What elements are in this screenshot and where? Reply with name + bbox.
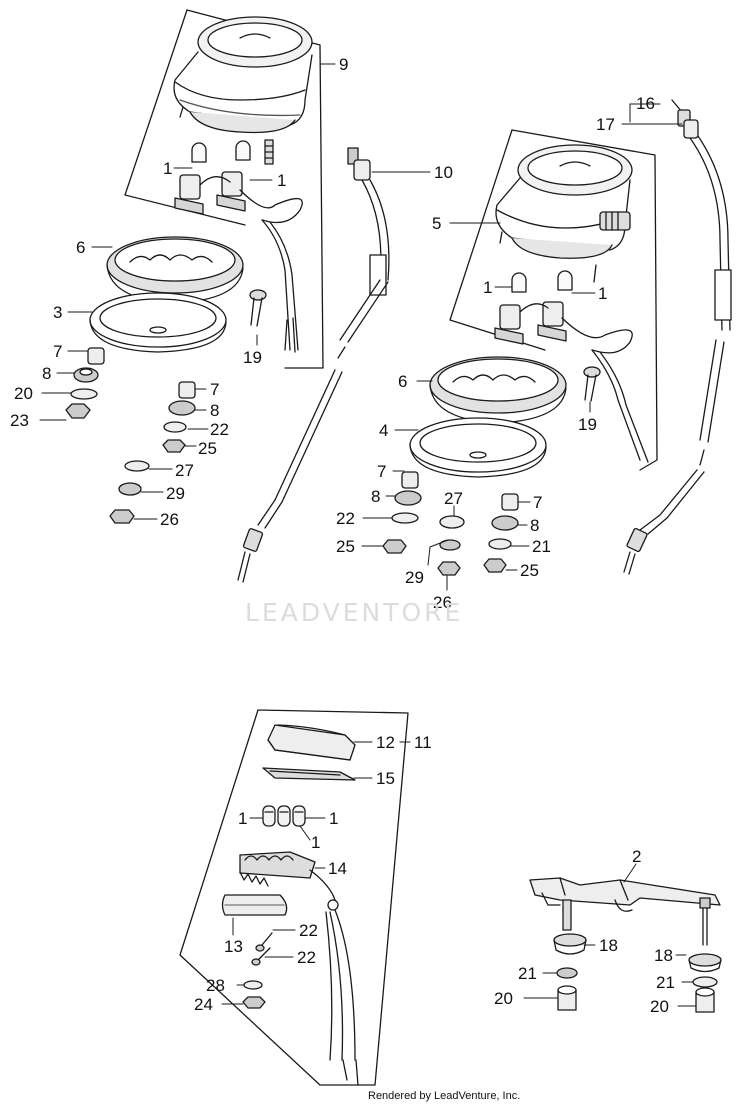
callout-18-left: 18 [599, 936, 618, 955]
indicator-gasket-15 [262, 767, 356, 781]
callout-29-right: 29 [405, 568, 424, 587]
indicator-screws-22 [251, 932, 273, 966]
callout-8-left: 8 [42, 364, 52, 383]
callout-9: 9 [339, 55, 349, 74]
callout-29-left: 29 [166, 484, 185, 503]
callout-1-right-a: 1 [483, 278, 493, 297]
callout-7-right-a: 7 [377, 462, 387, 481]
indicator-bulbs-1 [262, 805, 306, 827]
callout-18-right: 18 [654, 946, 673, 965]
bracket-collars-20 [557, 985, 715, 1013]
callout-1-left-b: 1 [277, 171, 287, 190]
callout-26-right: 26 [433, 593, 452, 612]
meter-bezel-3-left [89, 292, 227, 353]
callout-6-left: 6 [76, 238, 86, 257]
callout-20-left: 20 [14, 384, 33, 403]
callout-2: 2 [632, 847, 642, 866]
callout-16: 16 [636, 94, 655, 113]
callout-7-left: 7 [53, 342, 63, 361]
watermark: LEADVENTORE [245, 598, 464, 627]
callout-21-bracket-right: 21 [656, 973, 675, 992]
indicator-cover-12 [267, 724, 356, 761]
callout-1-right-b: 1 [598, 284, 608, 303]
bracket-rubber-18-left [553, 933, 587, 955]
callout-22-right: 22 [336, 509, 355, 528]
leader-lines [39, 63, 697, 1007]
right-small-hardware-right-column [483, 493, 519, 573]
screw-19-right [583, 366, 601, 402]
callout-25-right-b: 25 [520, 561, 539, 580]
callout-6-right: 6 [398, 372, 408, 391]
bracket-rubber-18-right [688, 953, 722, 973]
callout-28: 28 [206, 976, 225, 995]
indicator-nut-28-and-24 [242, 980, 266, 1009]
callout-26-left: 26 [160, 510, 179, 529]
callout-8-center: 8 [210, 401, 220, 420]
callout-25-right-a: 25 [336, 537, 355, 556]
indicator-panel-13 [221, 894, 288, 916]
bracket-washers-21 [556, 967, 718, 988]
right-small-hardware-middle-column [437, 515, 465, 576]
callout-21-bracket-left: 21 [518, 964, 537, 983]
callout-11: 11 [414, 733, 432, 752]
callout-12: 12 [376, 733, 395, 752]
callout-19-right: 19 [578, 415, 597, 434]
callout-22-indicator-b: 22 [297, 948, 316, 967]
meter-bracket-2 [529, 877, 721, 946]
callout-5: 5 [432, 214, 442, 233]
callout-13: 13 [224, 937, 243, 956]
callout-21-right: 21 [532, 537, 551, 556]
right-small-hardware-left-column [382, 471, 422, 554]
meter-bezel-4-right [409, 417, 547, 478]
bulb-sockets-right [494, 270, 649, 463]
center-small-hardware-left [109, 381, 196, 524]
callout-22-center: 22 [210, 420, 229, 439]
callout-1-indicator-b: 1 [329, 809, 339, 828]
meter-lens-6-right [429, 356, 567, 424]
callout-7-right-b: 7 [533, 493, 543, 512]
callout-27-left: 27 [175, 461, 194, 480]
callout-22-indicator-a: 22 [299, 921, 318, 940]
callout-8-right-b: 8 [530, 516, 540, 535]
screw-19-left [249, 289, 267, 327]
callout-8-right-a: 8 [371, 487, 381, 506]
callout-24: 24 [194, 995, 213, 1014]
tachometer-cable-17 [623, 99, 732, 575]
callout-27-right: 27 [444, 489, 463, 508]
render-credit: Rendered by LeadVenture, Inc. [368, 1090, 521, 1102]
meter-case-5 [495, 144, 633, 283]
callout-23: 23 [10, 411, 29, 430]
callout-17: 17 [596, 115, 615, 134]
callout-19-left: 19 [243, 348, 262, 367]
callout-20-bracket-right: 20 [650, 997, 669, 1016]
callout-20-bracket-left: 20 [494, 989, 513, 1008]
left-small-hardware [65, 347, 105, 419]
callout-7-center: 7 [210, 380, 220, 399]
callout-14: 14 [328, 859, 347, 878]
callout-1-indicator-a: 1 [238, 809, 248, 828]
callout-1-left-a: 1 [163, 159, 173, 178]
callout-1-indicator-c: 1 [311, 833, 321, 852]
speedometer-cable-10 [237, 147, 390, 583]
indicator-socket-14 [239, 851, 359, 1086]
callout-3: 3 [53, 303, 63, 322]
callout-25-center: 25 [198, 439, 217, 458]
meter-case-9 [173, 16, 313, 165]
meter-lens-6-left [106, 236, 244, 304]
callout-15: 15 [376, 769, 395, 788]
bulb-sockets-left [174, 140, 303, 353]
callout-4: 4 [379, 421, 389, 440]
indicator-assembly-frame [179, 709, 409, 1086]
callout-10: 10 [434, 163, 453, 182]
